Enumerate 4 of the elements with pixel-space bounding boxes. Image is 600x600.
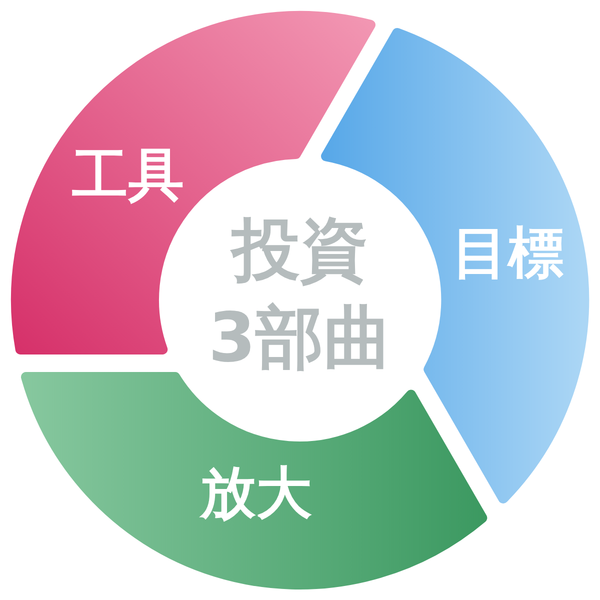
segment-label: 目標 — [452, 226, 564, 282]
segment-label: 放大 — [200, 466, 312, 522]
segment-label: 工具 — [72, 148, 184, 204]
diagram-title: 投資3部曲 — [208, 210, 392, 380]
